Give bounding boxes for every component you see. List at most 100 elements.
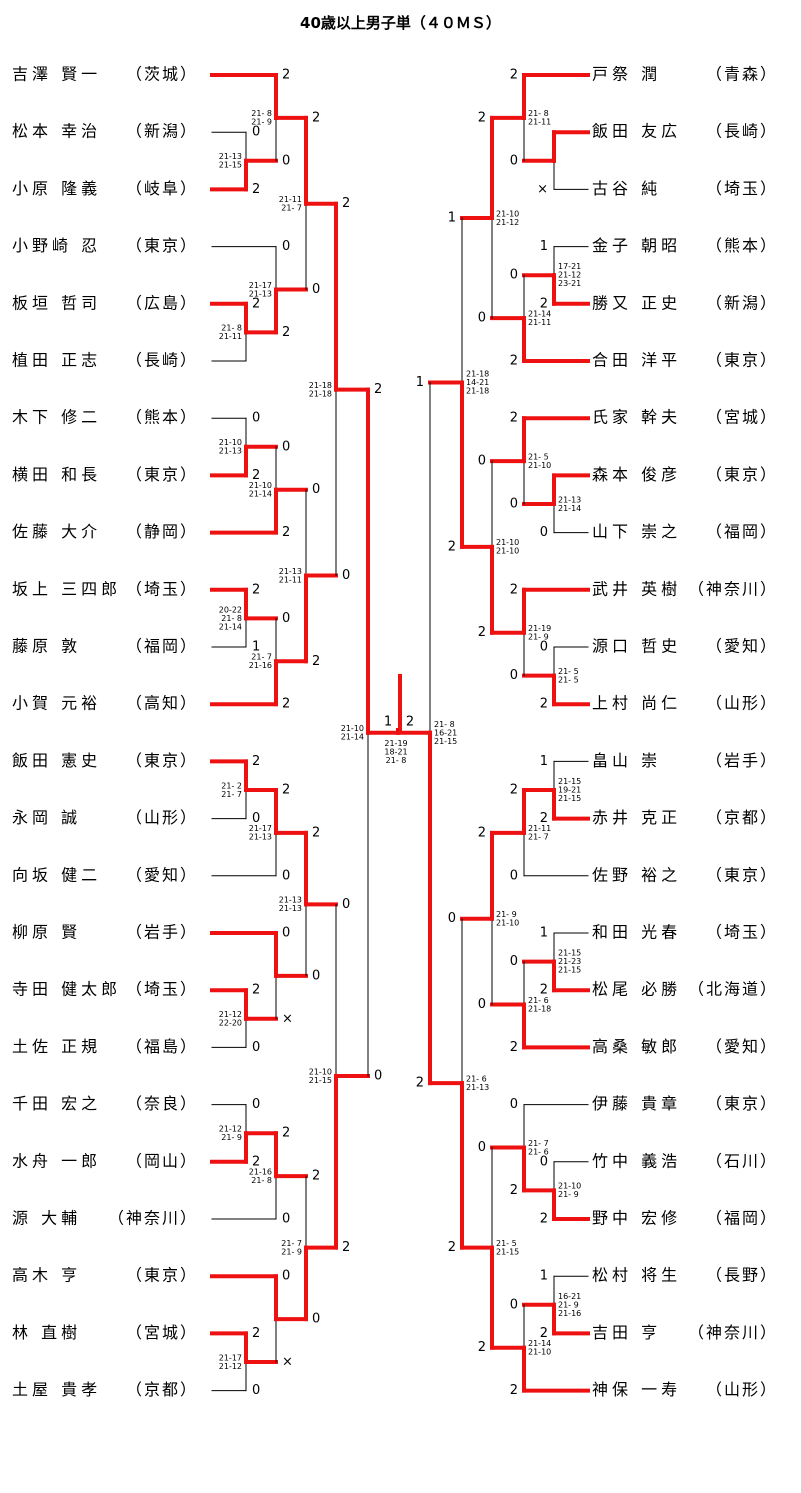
game-score: 21-10 (496, 547, 519, 556)
game-score: 21- 8 (221, 614, 242, 623)
game-points: 0 (312, 482, 320, 497)
left-player-pref: （岐阜） (126, 179, 198, 198)
game-points: × (282, 1011, 293, 1026)
left-player-pref: （新潟） (126, 122, 198, 141)
game-score: 21-14 (341, 733, 364, 742)
game-score: 21- 5 (496, 1239, 517, 1248)
game-score: 21- 8 (528, 109, 549, 118)
right-player-pref: （新潟） (706, 293, 778, 312)
game-points: 1 (540, 1269, 548, 1284)
game-points: 0 (540, 640, 548, 655)
right-player-pref: （福岡） (706, 522, 778, 541)
left-player-pref: （東京） (126, 1266, 198, 1285)
left-player-pref: （埼玉） (126, 980, 198, 999)
right-player-name: 高桑 敏郎 (592, 1037, 681, 1056)
right-player-name: 上村 尚仁 (592, 694, 681, 713)
game-points: 1 (252, 640, 260, 655)
game-score: 16-21 (434, 728, 457, 737)
game-points: 0 (282, 611, 290, 626)
game-points: 0 (374, 1069, 382, 1084)
game-score: 21-10 (558, 1182, 581, 1191)
game-score: 21- 5 (528, 452, 549, 461)
game-points: 0 (282, 926, 290, 941)
left-player-pref: （静岡） (126, 522, 198, 541)
game-score: 17-21 (558, 262, 581, 271)
game-score: 21- 6 (466, 1074, 487, 1083)
left-player-name: 土屋 貴孝 (12, 1380, 101, 1399)
game-points: 0 (342, 568, 350, 583)
right-player-name: 畠山 崇 (592, 751, 661, 770)
game-score: 19-21 (558, 786, 581, 795)
game-score: 21- 5 (558, 675, 579, 684)
left-player-name: 坂上 三四郎 (12, 579, 121, 598)
game-score: 21-11 (279, 195, 302, 204)
game-score: 21- 7 (528, 1139, 549, 1148)
game-score: 21- 8 (251, 1176, 272, 1185)
game-score: 21- 9 (558, 1300, 579, 1309)
left-player-pref: （東京） (126, 751, 198, 770)
game-points: 2 (312, 654, 320, 669)
right-player-name: 飯田 友広 (592, 122, 681, 141)
game-points: 0 (312, 968, 320, 983)
left-player-name: 永岡 誠 (12, 808, 81, 827)
game-score: 21-17 (249, 281, 272, 290)
game-points: 2 (252, 1326, 260, 1341)
right-player-name: 氏家 幹夫 (592, 408, 681, 427)
game-points: 2 (252, 182, 260, 197)
right-player-name: 武井 英樹 (592, 579, 681, 598)
game-score: 21-10 (528, 1347, 551, 1356)
game-points: 2 (312, 825, 320, 840)
game-points: 2 (252, 754, 260, 769)
game-points: 0 (510, 153, 518, 168)
left-player-pref: （京都） (126, 1380, 198, 1399)
game-points: 2 (478, 1340, 486, 1355)
game-score: 21- 8 (221, 324, 242, 333)
game-points: × (537, 182, 548, 197)
right-player-name: 森本 俊彦 (592, 465, 681, 484)
game-score: 21- 2 (221, 781, 242, 790)
game-points: 2 (282, 697, 290, 712)
game-score: 21-15 (558, 966, 581, 975)
left-player-pref: （茨城） (126, 65, 198, 84)
left-player-pref: （神奈川） (108, 1209, 198, 1228)
right-player-name: 野中 宏修 (592, 1209, 681, 1228)
game-points: 1 (540, 754, 548, 769)
game-points: 2 (540, 811, 548, 826)
left-player-pref: （宮城） (126, 1323, 198, 1342)
right-player-name: 吉田 亨 (592, 1323, 661, 1342)
right-player-pref: （宮城） (706, 408, 778, 427)
game-points: 2 (510, 68, 518, 83)
right-player-pref: （東京） (706, 1094, 778, 1113)
game-points: 2 (252, 468, 260, 483)
right-player-pref: （東京） (706, 351, 778, 370)
game-score: 21- 6 (528, 996, 549, 1005)
game-points: 0 (282, 153, 290, 168)
left-player-pref: （埼玉） (126, 579, 198, 598)
game-score: 21-23 (558, 957, 581, 966)
right-player-pref: （愛知） (706, 637, 778, 656)
game-points: × (282, 1355, 293, 1370)
game-score: 21-13 (279, 567, 302, 576)
right-player-name: 源口 哲史 (592, 637, 681, 656)
game-points: 0 (540, 525, 548, 540)
game-score: 21-13 (249, 289, 272, 298)
game-points: 0 (478, 1140, 486, 1155)
game-score: 20-22 (219, 605, 242, 614)
game-points: 0 (478, 454, 486, 469)
right-player-name: 合田 洋平 (592, 351, 681, 370)
game-score: 21-11 (528, 318, 551, 327)
game-points: 2 (252, 582, 260, 597)
game-score: 21- 6 (528, 1147, 549, 1156)
game-points: 1 (540, 239, 548, 254)
game-score: 21- 7 (528, 833, 549, 842)
left-player-pref: （東京） (126, 236, 198, 255)
left-player-pref: （福岡） (126, 637, 198, 656)
game-points: 2 (448, 1240, 456, 1255)
right-player-pref: （東京） (706, 865, 778, 884)
game-points: 2 (312, 110, 320, 125)
left-player-name: 小原 隆義 (12, 179, 101, 198)
game-score: 16-21 (558, 1292, 581, 1301)
game-score: 21-12 (219, 1010, 242, 1019)
game-points: 0 (478, 311, 486, 326)
